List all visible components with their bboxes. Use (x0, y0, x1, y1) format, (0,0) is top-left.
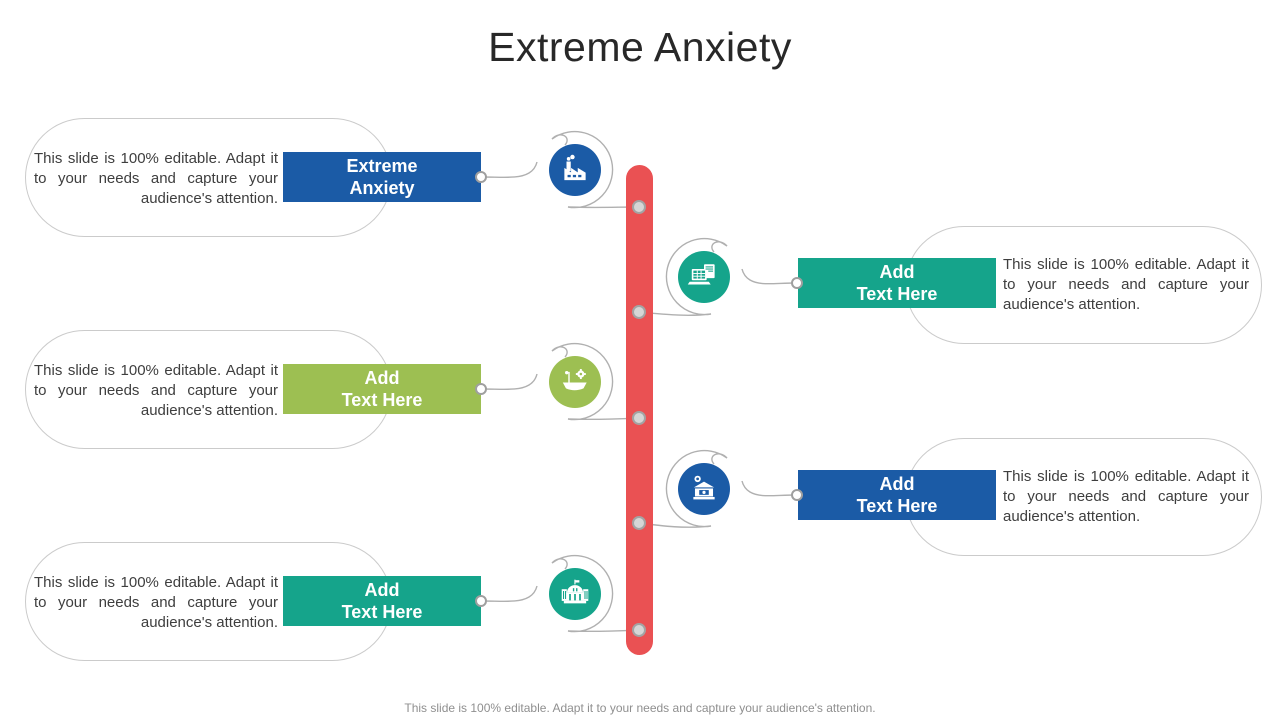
connector-line-1 (480, 161, 538, 179)
label-line1: Add (879, 474, 915, 494)
timeline-dot-5 (632, 623, 646, 637)
timeline-dot-1 (632, 200, 646, 214)
bubble-text-2[interactable]: This slide is 100% editable. Adapt it to… (1003, 256, 1249, 313)
timeline-dot-4 (632, 516, 646, 530)
label-line1: Add (879, 262, 915, 282)
label-line2: Text Here (856, 284, 938, 304)
bubble-text-1[interactable]: This slide is 100% editable. Adapt it to… (34, 150, 278, 207)
label-box-5[interactable]: Add Text Here (283, 576, 481, 626)
label-line1: Add (364, 580, 400, 600)
connector-curve-3 (551, 342, 640, 421)
item-icon-circle-3 (549, 356, 601, 408)
label-box-3[interactable]: Add Text Here (283, 364, 481, 414)
label-connector-dot-5 (475, 595, 487, 607)
connector-curve-4 (638, 449, 728, 528)
label-connector-dot-3 (475, 383, 487, 395)
label-line2: Anxiety (349, 178, 415, 198)
timeline-bar (626, 165, 653, 655)
bank-icon (693, 475, 715, 500)
label-line2: Text Here (341, 390, 423, 410)
connector-line-4 (741, 480, 798, 497)
item-icon-circle-1 (549, 144, 601, 196)
factory-icon (564, 154, 586, 181)
bubble-text-3[interactable]: This slide is 100% editable. Adapt it to… (34, 362, 278, 419)
connector-line-2 (741, 268, 798, 285)
label-box-1[interactable]: Extreme Anxiety (283, 152, 481, 202)
item-icon-circle-2 (678, 251, 730, 303)
laptop-report-icon (687, 264, 715, 285)
bubble-text-4[interactable]: This slide is 100% editable. Adapt it to… (1003, 468, 1249, 525)
label-connector-dot-1 (475, 171, 487, 183)
connector-curve-5 (551, 554, 640, 633)
ship-gear-icon (562, 369, 587, 391)
label-line2: Text Here (341, 602, 423, 622)
bubble-text-5[interactable]: This slide is 100% editable. Adapt it to… (34, 574, 278, 631)
label-line1: Add (364, 368, 400, 388)
connector-curve-1 (551, 130, 640, 209)
timeline-dot-2 (632, 305, 646, 319)
connector-line-5 (480, 585, 538, 603)
connector-line-3 (480, 373, 538, 391)
government-building-icon (561, 579, 589, 604)
slide-title: Extreme Anxiety (488, 24, 792, 70)
label-line2: Text Here (856, 496, 938, 516)
connector-curve-2 (638, 237, 728, 316)
timeline-dot-3 (632, 411, 646, 425)
label-line1: Extreme (346, 156, 418, 176)
label-box-2[interactable]: Add Text Here (798, 258, 996, 308)
label-box-4[interactable]: Add Text Here (798, 470, 996, 520)
footer-note: This slide is 100% editable. Adapt it to… (404, 701, 876, 715)
label-connector-dot-4 (791, 489, 803, 501)
item-icon-circle-4 (678, 463, 730, 515)
label-connector-dot-2 (791, 277, 803, 289)
item-icon-circle-5 (549, 568, 601, 620)
